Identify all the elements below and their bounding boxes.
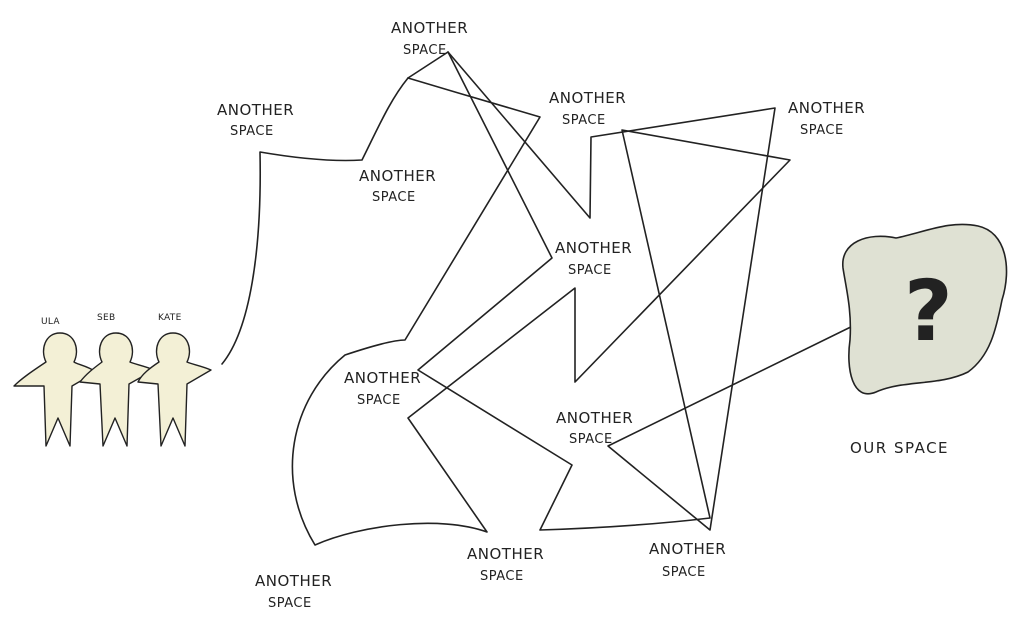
space-label: ANOTHER SPACE bbox=[255, 572, 332, 611]
svg-text:ANOTHER: ANOTHER bbox=[217, 101, 294, 119]
svg-text:SPACE: SPACE bbox=[569, 432, 613, 447]
svg-text:ANOTHER: ANOTHER bbox=[649, 540, 726, 558]
svg-text:SPACE: SPACE bbox=[568, 263, 612, 278]
svg-text:ANOTHER: ANOTHER bbox=[467, 545, 544, 563]
svg-text:ANOTHER: ANOTHER bbox=[359, 167, 436, 185]
svg-text:SPACE: SPACE bbox=[562, 113, 606, 128]
svg-text:SPACE: SPACE bbox=[357, 393, 401, 408]
svg-text:ANOTHER: ANOTHER bbox=[255, 572, 332, 590]
svg-text:ANOTHER: ANOTHER bbox=[556, 409, 633, 427]
person-kate bbox=[137, 332, 212, 447]
svg-text:SPACE: SPACE bbox=[800, 123, 844, 138]
space-label: ANOTHER SPACE bbox=[467, 545, 544, 584]
our-space-blob bbox=[842, 223, 1008, 395]
person-seb bbox=[79, 332, 155, 447]
svg-text:ANOTHER: ANOTHER bbox=[344, 369, 421, 387]
people-group: ULA SEB KATE bbox=[13, 313, 212, 447]
question-mark: ? bbox=[904, 262, 953, 360]
svg-text:ANOTHER: ANOTHER bbox=[788, 99, 865, 117]
space-label: ANOTHER SPACE bbox=[649, 540, 726, 580]
svg-text:ANOTHER: ANOTHER bbox=[549, 89, 626, 107]
journey-path bbox=[221, 51, 866, 531]
svg-text:SPACE: SPACE bbox=[662, 565, 706, 580]
person-ula bbox=[13, 332, 97, 447]
journey-path-tangle bbox=[291, 51, 791, 546]
svg-text:SPACE: SPACE bbox=[372, 190, 416, 205]
space-label: ANOTHER SPACE bbox=[391, 19, 468, 58]
our-space-label: OUR SPACE bbox=[850, 439, 949, 457]
space-label: ANOTHER SPACE bbox=[217, 101, 294, 139]
svg-text:ANOTHER: ANOTHER bbox=[391, 19, 468, 37]
svg-text:SPACE: SPACE bbox=[230, 124, 274, 139]
space-label: ANOTHER SPACE bbox=[556, 409, 633, 447]
svg-text:SPACE: SPACE bbox=[403, 43, 447, 58]
space-label: ANOTHER SPACE bbox=[344, 369, 421, 408]
person-label-kate: KATE bbox=[158, 313, 182, 323]
person-label-ula: ULA bbox=[41, 317, 60, 327]
space-label: ANOTHER SPACE bbox=[555, 239, 632, 278]
space-label: ANOTHER SPACE bbox=[359, 167, 436, 205]
person-label-seb: SEB bbox=[97, 313, 115, 323]
svg-text:SPACE: SPACE bbox=[480, 569, 524, 584]
svg-text:SPACE: SPACE bbox=[268, 596, 312, 611]
space-label: ANOTHER SPACE bbox=[788, 99, 865, 138]
space-label: ANOTHER SPACE bbox=[549, 89, 626, 128]
svg-text:ANOTHER: ANOTHER bbox=[555, 239, 632, 257]
